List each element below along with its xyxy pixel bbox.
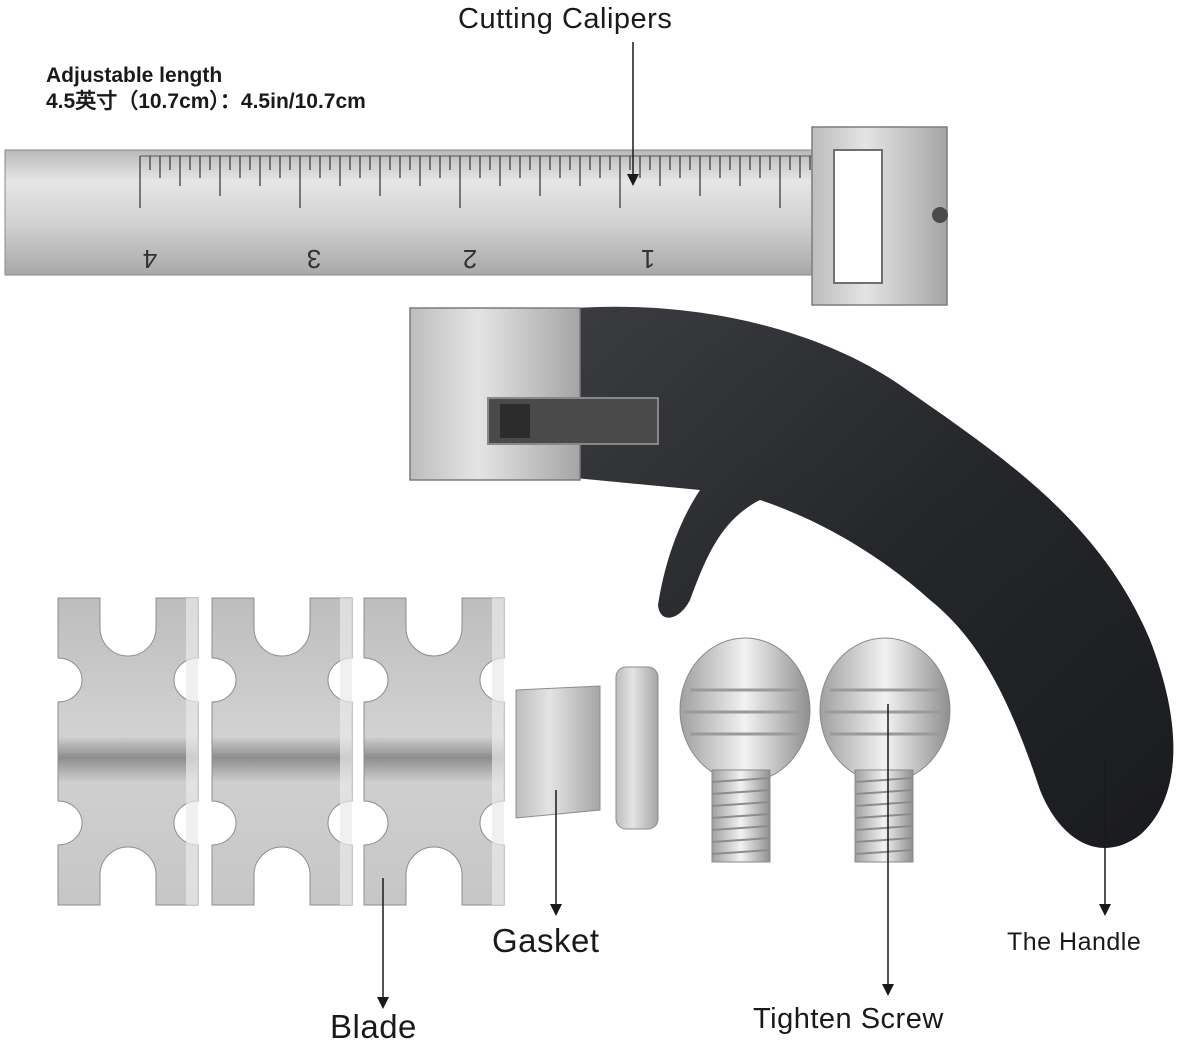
blade-edge [492, 598, 504, 905]
label-adjustable-length: Adjustable length [46, 64, 223, 87]
blade-edge [186, 598, 198, 905]
ruler-number-1: 1 [641, 244, 655, 274]
label-the-handle: The Handle [1007, 928, 1142, 956]
label-cutting-calipers: Cutting Calipers [458, 3, 673, 35]
thumb-screw-1 [679, 637, 811, 863]
ruler-number-2: 2 [463, 244, 477, 274]
ruler-number-4: 4 [143, 244, 157, 274]
thumb-screw-2 [819, 637, 951, 863]
label-gasket: Gasket [492, 922, 600, 959]
blade-3 [363, 597, 505, 906]
blade-edge [340, 598, 352, 905]
label-tighten-screw: Tighten Screw [753, 1003, 944, 1035]
ruler-ticks [139, 156, 831, 208]
ruler-number-3: 3 [307, 244, 321, 274]
callout-arrows [377, 42, 1111, 1009]
blade-2 [211, 597, 353, 906]
tighten-screws [679, 637, 951, 863]
caliper-ruler: 4 3 2 1 [4, 126, 948, 306]
handle [409, 306, 1174, 848]
ruler-numbers: 4 3 2 1 [143, 244, 655, 274]
blade-1 [57, 597, 199, 906]
blades [57, 597, 505, 906]
label-blade: Blade [330, 1008, 417, 1045]
label-adjustable-length-value: 4.5英寸（10.7cm）：4.5in/10.7cm [46, 90, 366, 113]
gasket [515, 666, 659, 830]
